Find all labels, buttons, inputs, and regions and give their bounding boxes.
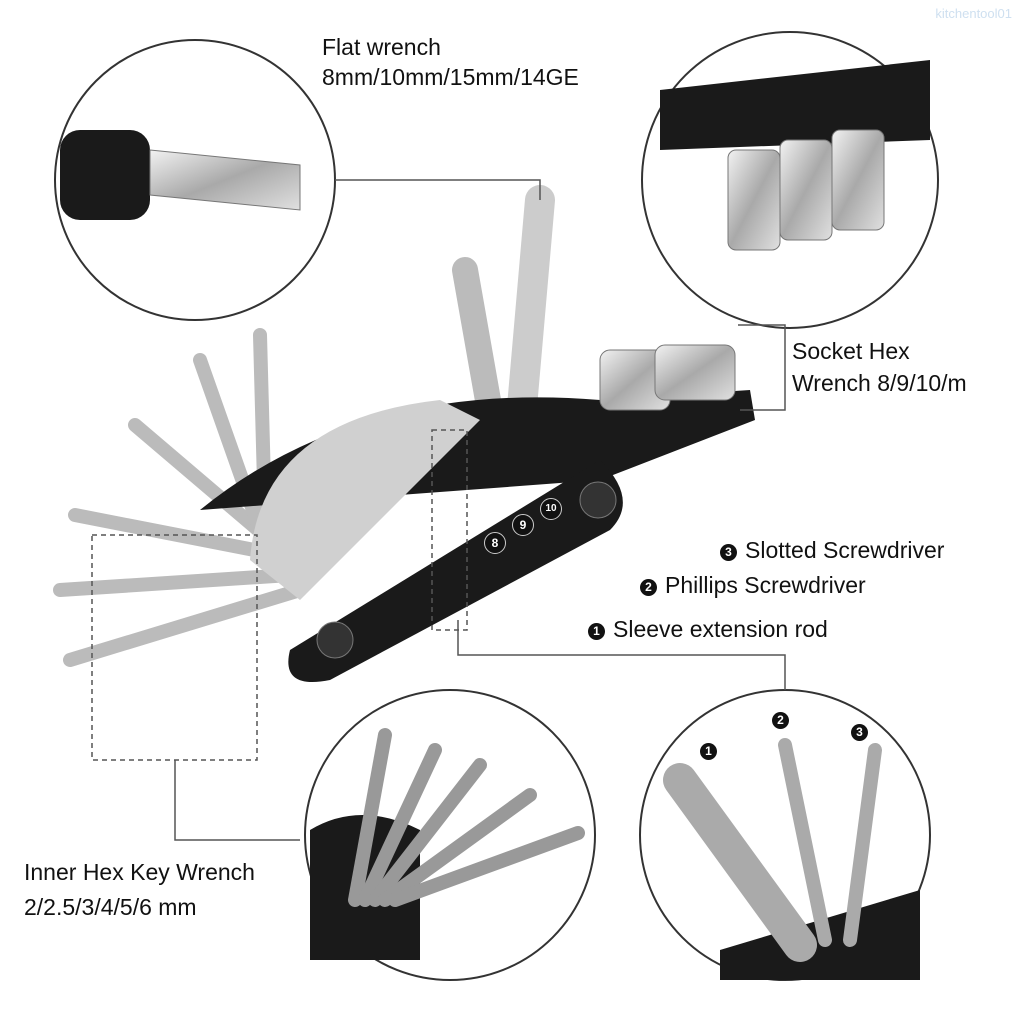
hex-key-title: Inner Hex Key Wrench [24, 859, 255, 885]
phillips-text: Phillips Screwdriver [665, 572, 866, 598]
detail-marker-2: 2 [772, 712, 789, 729]
detail-circle-sockets [641, 31, 939, 329]
socket-sizes: Wrench 8/9/10/m [792, 370, 967, 396]
number-badge: 2 [640, 579, 657, 596]
label-slotted-screwdriver: 3 Slotted Screwdriver [720, 535, 944, 565]
detail-circle-hex-keys [304, 689, 596, 981]
main-multitool [53, 185, 755, 682]
socket-title: Socket Hex [792, 338, 910, 364]
sleeve-text: Sleeve extension rod [613, 616, 828, 642]
flat-wrench-title: Flat wrench [322, 34, 441, 60]
slotted-text: Slotted Screwdriver [745, 537, 945, 563]
detail-marker-3: 3 [851, 724, 868, 741]
engraved-size-8: 8 [484, 532, 506, 554]
leader-lines [91, 179, 786, 841]
hex-key-sizes: 2/2.5/3/4/5/6 mm [24, 894, 197, 920]
detail-marker-1: 1 [700, 743, 717, 760]
watermark: kitchentool01 [935, 6, 1012, 21]
label-sleeve-extension-rod: 1 Sleeve extension rod [588, 614, 828, 644]
detail-circle-screwdrivers [639, 689, 931, 981]
number-badge: 1 [588, 623, 605, 640]
label-phillips-screwdriver: 2 Phillips Screwdriver [640, 570, 866, 600]
engraved-size-10: 10 [540, 498, 562, 520]
flat-wrench-sizes: 8mm/10mm/15mm/14GE [322, 64, 579, 90]
detail-circle-flat-wrench [54, 39, 336, 321]
engraved-size-9: 9 [512, 514, 534, 536]
number-badge: 3 [720, 544, 737, 561]
